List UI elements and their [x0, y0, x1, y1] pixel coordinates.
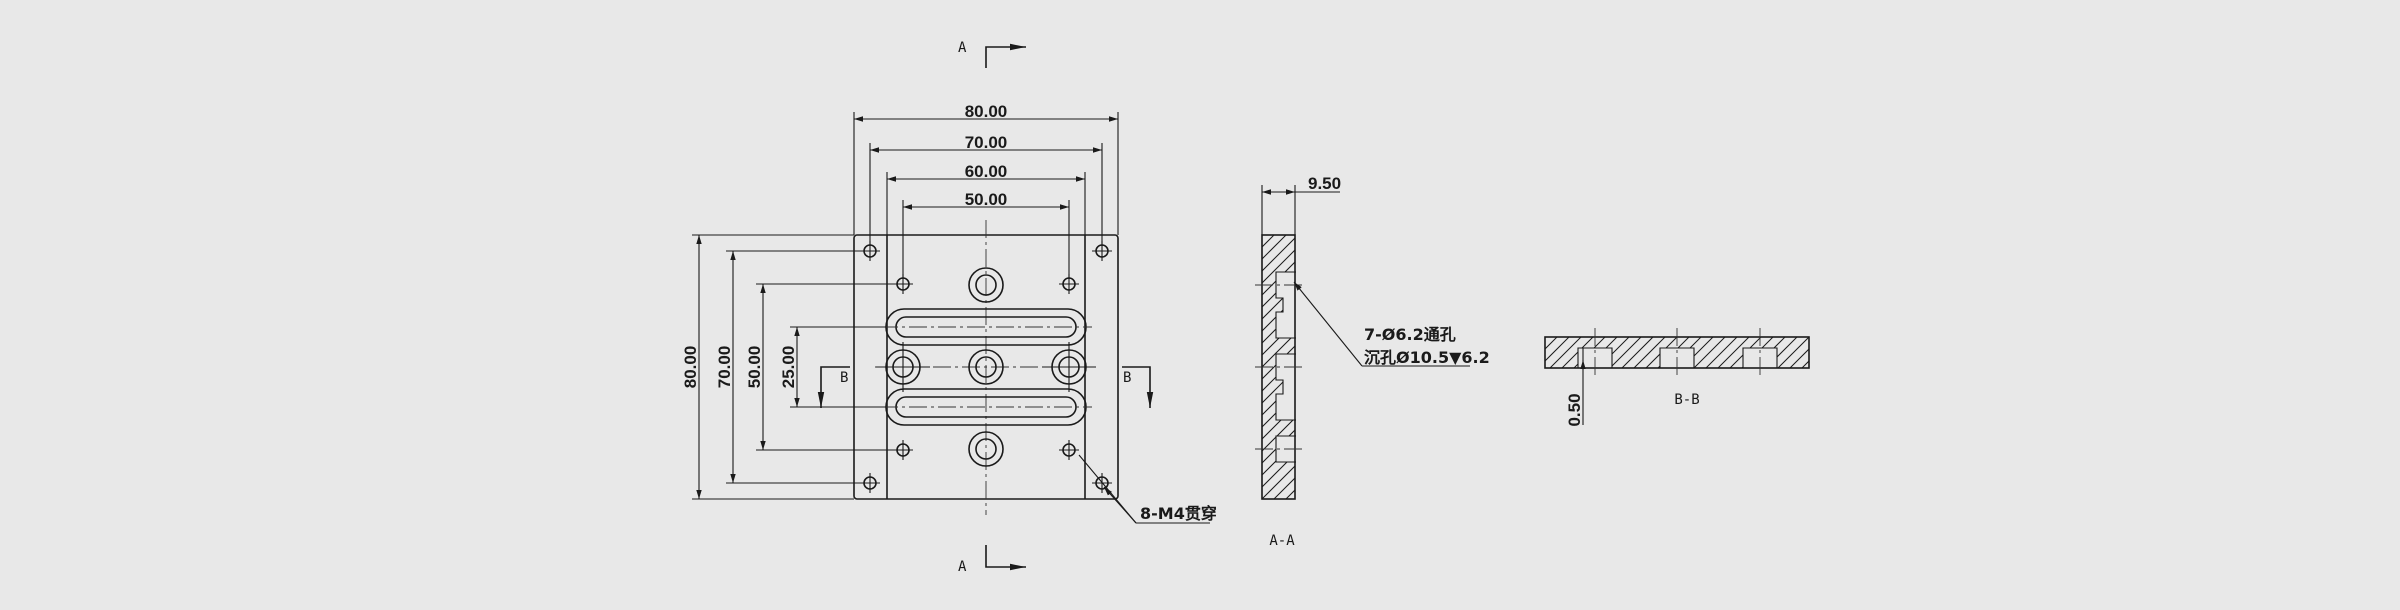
dim-height-50-text: 50.00: [745, 346, 764, 389]
counterbore-hole: [968, 267, 1004, 303]
section-bb-pockets: [1577, 347, 1778, 368]
hatch-line: [1705, 337, 1738, 368]
hatch-line: [1262, 393, 1295, 428]
section-bb-label: B-B: [1674, 392, 1699, 408]
vertical-dimensions: 80.00 70.00 50.00 25.00: [681, 234, 897, 500]
section-a-label-top: A: [958, 40, 967, 56]
hatch-line: [1545, 337, 1546, 338]
horizontal-dimensions: 80.00 70.00 60.00 50.00: [853, 102, 1119, 278]
hatch-line: [1418, 235, 1682, 499]
section-b-marker-left: B: [817, 366, 850, 408]
section-b-label-left: B: [840, 370, 848, 386]
hatch-line: [1310, 235, 1574, 499]
hatch-line: [1322, 235, 1586, 499]
hatch-line: [1406, 235, 1670, 499]
hatch-line: [1262, 345, 1295, 380]
hatch-line: [1262, 321, 1295, 356]
counterbore-hole-inner: [975, 438, 997, 460]
hatch-line: [1502, 235, 1766, 499]
hatch-line: [1262, 381, 1295, 416]
section-b-label-right: B: [1123, 370, 1131, 386]
counterbore-hole: [968, 349, 1004, 385]
hatch-line: [1838, 337, 1869, 368]
hatch-line: [1621, 337, 1654, 368]
hatch-line: [1285, 489, 1295, 499]
hatch-line: [1826, 337, 1857, 368]
hatch-line: [1801, 360, 1809, 368]
hatch-line: [1262, 417, 1295, 452]
counterbore-hole: [968, 431, 1004, 467]
hatch-line: [1298, 235, 1562, 499]
hatch-line: [1346, 235, 1610, 499]
section-a-marker-bottom: A: [958, 545, 1026, 575]
hatch-line: [1262, 249, 1295, 284]
hatch-line: [1789, 348, 1809, 368]
hatch-line: [1633, 337, 1666, 368]
section-aa-label: A-A: [1269, 533, 1295, 549]
section-a-marker-top: A: [958, 40, 1026, 68]
hatch-line: [1693, 337, 1726, 368]
hatch-line: [1717, 337, 1750, 368]
thread-note-leader: 8-M4贯穿: [1078, 454, 1217, 524]
dim-width-60-text: 60.00: [965, 162, 1008, 181]
hatch-line: [1490, 235, 1754, 499]
hatch-line: [1334, 235, 1598, 499]
hatch-line: [1814, 337, 1845, 368]
hole-note-line2: 沉孔Ø10.5▼6.2: [1364, 348, 1490, 367]
thread-note-text: 8-M4贯穿: [1140, 504, 1217, 523]
hatch-line: [1262, 405, 1295, 440]
dim-height-25-text: 25.00: [779, 346, 798, 389]
front-view: 80.00 70.00 60.00 50.00 80.00 70.00: [681, 40, 1217, 575]
hatch-line: [1609, 337, 1642, 368]
hatch-line: [1514, 235, 1778, 499]
dim-thickness-text: 9.50: [1308, 174, 1341, 193]
section-aa-view: 9.50 7-Ø6.2通孔 沉孔Ø10.5▼6.2 A-A: [1255, 174, 1778, 549]
hatch-line: [1262, 429, 1295, 464]
hatch-line: [1777, 337, 1809, 368]
hatch-line: [1549, 337, 1582, 368]
hatch-line: [1262, 285, 1295, 320]
counterbore-hole-inner: [975, 356, 997, 378]
dim-height-80-text: 80.00: [681, 346, 700, 389]
section-bb-view: 0.50 B-B: [1544, 328, 1869, 427]
section-a-label-bottom: A: [958, 559, 967, 575]
hole-note-line1: 7-Ø6.2通孔: [1364, 325, 1456, 344]
hatch-line: [1273, 477, 1295, 499]
dim-step-text: 0.50: [1565, 393, 1584, 426]
hatch-line: [1430, 235, 1694, 499]
hole-note-leader: 7-Ø6.2通孔 沉孔Ø10.5▼6.2: [1293, 281, 1490, 367]
dim-width-70-text: 70.00: [965, 133, 1008, 152]
dim-height-70-text: 70.00: [715, 346, 734, 389]
counterbore-hole-inner: [975, 274, 997, 296]
hatch-line: [1394, 235, 1658, 499]
dim-width-50-text: 50.00: [965, 190, 1008, 209]
dim-width-80-text: 80.00: [965, 102, 1008, 121]
hatch-line: [1545, 337, 1558, 350]
section-b-marker-right: B: [1122, 366, 1154, 408]
hatch-line: [1545, 337, 1570, 362]
hole-crossmarks: [876, 342, 1096, 392]
